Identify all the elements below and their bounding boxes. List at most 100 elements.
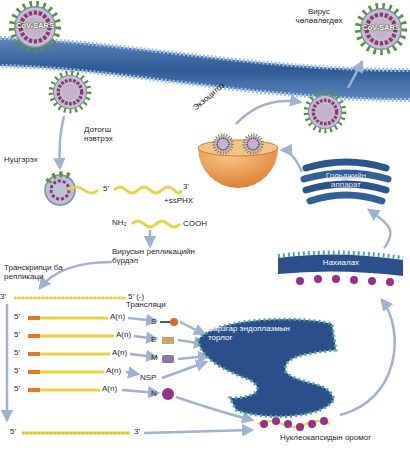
budding-outline bbox=[278, 248, 403, 292]
rna-strand bbox=[68, 187, 98, 193]
annotation-label: 3' bbox=[183, 183, 189, 192]
annotation-label: M bbox=[151, 354, 158, 363]
annotation-label: Транскрипци ба репликаци bbox=[4, 264, 76, 281]
flow-arrow bbox=[60, 116, 65, 168]
rna-strand bbox=[258, 421, 330, 427]
annotation-label: E bbox=[151, 336, 156, 345]
flow-arrow bbox=[282, 150, 302, 172]
flow-arrow bbox=[236, 101, 300, 124]
annotation-label: 5' bbox=[14, 331, 20, 340]
secretory-vesicle bbox=[198, 135, 278, 188]
envelope bbox=[45, 175, 75, 205]
vesicle-rim bbox=[198, 140, 278, 156]
nucleocapsid-beads bbox=[258, 417, 330, 431]
budding-membrane: Нахиалах bbox=[278, 248, 403, 292]
exocytosis-virus bbox=[306, 93, 343, 130]
bead bbox=[272, 417, 280, 425]
flow-arrow bbox=[6, 304, 9, 420]
cap bbox=[28, 370, 40, 374]
nucleocapsid bbox=[51, 181, 69, 199]
bead bbox=[260, 420, 268, 428]
mrna bbox=[40, 389, 100, 392]
annotation-label: NH₂ bbox=[112, 219, 127, 228]
uncoating-virus bbox=[45, 174, 98, 205]
annotation-label: N bbox=[151, 390, 157, 399]
annotation-label: 3' bbox=[134, 428, 140, 437]
flow-connector bbox=[369, 210, 391, 248]
virus-name: CoV-SARS bbox=[354, 24, 408, 32]
annotation-label: Дотогш нэвтрэх bbox=[84, 126, 134, 143]
flow-arrow bbox=[348, 62, 362, 88]
released-virus: CoV-SARS Вирус чөлөөлөгдөх bbox=[288, 0, 410, 58]
annotation-label: A(n) bbox=[110, 313, 125, 322]
mrna bbox=[40, 371, 104, 374]
annotation-label: Вирусын репликацийн бүрдэл bbox=[112, 248, 196, 265]
step-label: Вирус чөлөөлөгдөх bbox=[288, 8, 350, 25]
flow-arrow bbox=[126, 372, 138, 374]
rna-strand bbox=[114, 187, 181, 193]
mrna bbox=[40, 317, 108, 320]
rna-texture bbox=[22, 433, 130, 434]
cap bbox=[28, 352, 40, 356]
virus-particle: CoV-SARS bbox=[8, 0, 62, 54]
mrna-rows bbox=[28, 316, 114, 392]
bead bbox=[308, 420, 316, 428]
annotation-label: A(n) bbox=[106, 367, 121, 376]
annotation-label: 5' bbox=[10, 428, 16, 437]
step-label: Нахиалах bbox=[306, 259, 376, 268]
vesicle-virus bbox=[214, 135, 233, 154]
rna-strand bbox=[22, 432, 130, 435]
flow-arrow bbox=[149, 230, 152, 246]
organelle-name: Барзгар эндоплазмын торлог bbox=[208, 325, 308, 342]
er-body bbox=[198, 319, 336, 416]
rough-er: Барзгар эндоплазмын торлог bbox=[196, 316, 338, 420]
bead bbox=[332, 275, 340, 283]
bead bbox=[296, 423, 304, 431]
flow-arrow bbox=[144, 430, 252, 433]
annotation-label: 3' bbox=[0, 293, 6, 302]
annotation-label: NSP bbox=[140, 374, 156, 383]
annotation-label: COOH bbox=[183, 220, 207, 229]
bead bbox=[296, 277, 304, 285]
rna-strand bbox=[14, 297, 126, 300]
spike-stalk bbox=[160, 321, 170, 323]
organelle-name: Гольджийн аппарат bbox=[312, 172, 380, 189]
cap bbox=[28, 316, 40, 320]
annotation-label: Нуцгэрэх bbox=[4, 156, 38, 165]
bead bbox=[350, 276, 358, 284]
golgi-apparatus: Гольджийн аппарат bbox=[300, 158, 392, 210]
virus-name: CoV-SARS bbox=[8, 22, 62, 30]
polyprotein bbox=[132, 221, 180, 227]
bead bbox=[284, 420, 292, 428]
annotation-label: Нуклеокапсидын оромог bbox=[280, 434, 371, 443]
flow-arrow bbox=[178, 356, 208, 359]
annotation-label: A(n) bbox=[102, 385, 117, 394]
annotation-label: A(n) bbox=[112, 349, 127, 358]
annotation-label: 5' bbox=[14, 313, 20, 322]
annotation-label: Трансляци bbox=[126, 301, 166, 310]
flow-arrow bbox=[340, 300, 395, 415]
nucleocapsid-protein bbox=[162, 388, 174, 400]
er-fragment bbox=[278, 254, 403, 276]
spike-protein bbox=[170, 318, 178, 326]
flow-arrow bbox=[180, 322, 204, 334]
annotation-label: 5' bbox=[14, 349, 20, 358]
bead bbox=[368, 277, 376, 285]
bead bbox=[314, 275, 322, 283]
cisterna bbox=[310, 195, 382, 201]
cap bbox=[28, 388, 40, 392]
bead bbox=[386, 278, 394, 286]
annotation-label: S bbox=[151, 318, 156, 327]
membrane-protein bbox=[162, 355, 174, 363]
annotation-label: 5' bbox=[14, 385, 20, 394]
envelope-protein bbox=[162, 337, 174, 344]
annotation-label: A(n) bbox=[116, 331, 131, 340]
bead bbox=[320, 417, 328, 425]
process-arrows bbox=[7, 62, 395, 433]
mrna bbox=[40, 353, 110, 356]
protein-symbols bbox=[160, 318, 178, 400]
flow-arrow bbox=[162, 362, 206, 378]
